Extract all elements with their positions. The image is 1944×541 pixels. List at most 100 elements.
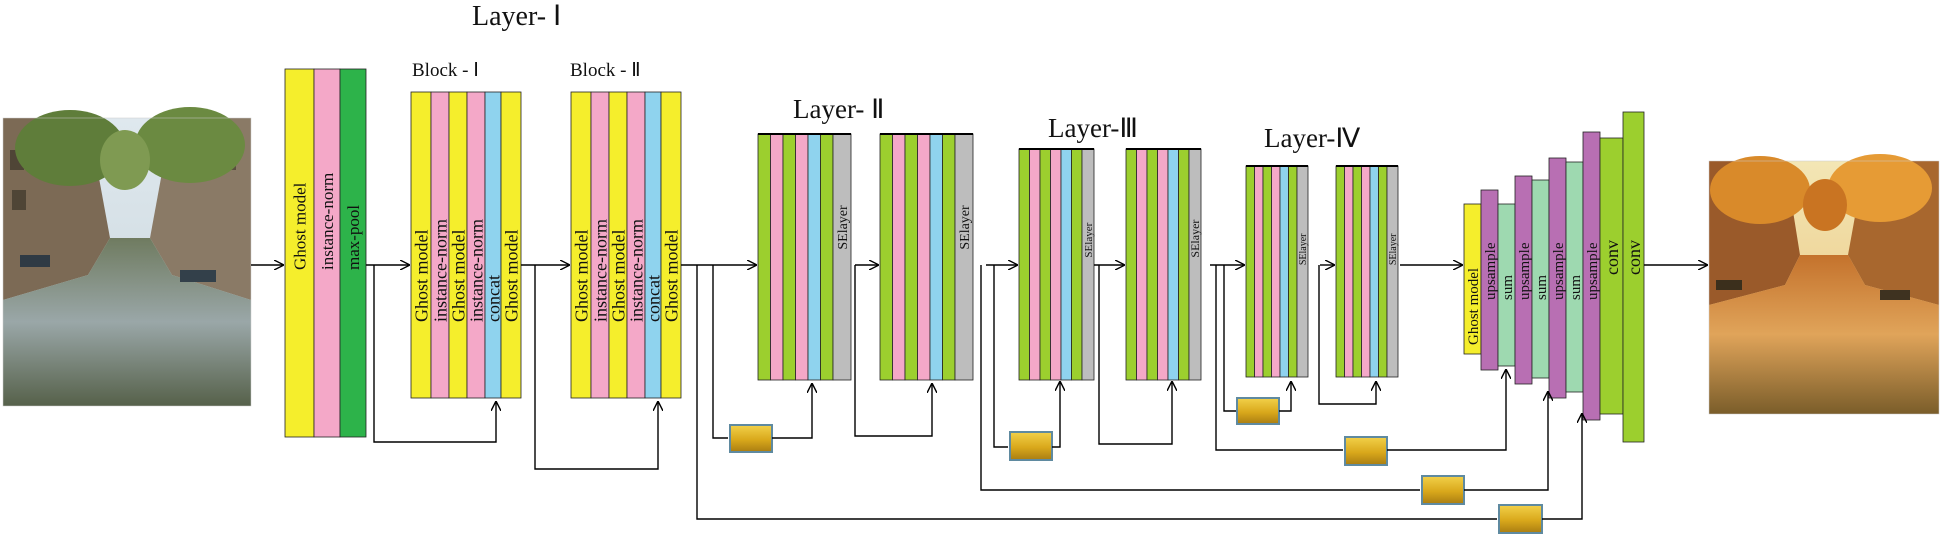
skip-long-3-out bbox=[1542, 414, 1582, 520]
attention-box-long-2 bbox=[1421, 475, 1465, 505]
layer2a-strip-2 bbox=[782, 133, 796, 381]
attention-box-layer4a bbox=[1236, 397, 1280, 425]
block1-label-4: concat bbox=[483, 275, 503, 322]
layer4b-strip-3 bbox=[1361, 165, 1371, 378]
layer1-strip-1 bbox=[313, 68, 341, 438]
layer2b-strip-0 bbox=[879, 133, 893, 381]
skip-layer4b bbox=[1318, 265, 1376, 405]
skip-layer3a-out bbox=[1052, 382, 1060, 448]
attention-box-long-3 bbox=[1498, 504, 1543, 534]
decoder-label-2: sum bbox=[1500, 275, 1516, 300]
layer4a-se-label: SElayer bbox=[1298, 233, 1309, 265]
layer4a-strip-0 bbox=[1245, 165, 1255, 378]
layer3b-strip-1 bbox=[1136, 148, 1148, 381]
layer3a-strip-2 bbox=[1039, 148, 1051, 381]
layer3a-strip-0 bbox=[1018, 148, 1030, 381]
block2-label-3: instance-norm bbox=[626, 219, 646, 322]
layer3a-strip-1 bbox=[1029, 148, 1041, 381]
block2-strip-4 bbox=[644, 91, 662, 399]
skip-layer3a-in bbox=[993, 265, 1008, 448]
layer2a-strip-3 bbox=[795, 133, 809, 381]
layer3b-strip-3 bbox=[1157, 148, 1169, 381]
layer1-label-0: Ghost model bbox=[290, 182, 309, 270]
layer2b-strip-5 bbox=[942, 133, 956, 381]
layer2a-se bbox=[832, 133, 852, 381]
title-layer-2: Layer- Ⅱ bbox=[793, 94, 884, 124]
decoder-label-1: upsample bbox=[1483, 242, 1499, 300]
layer1-label-2: max-pool bbox=[344, 205, 363, 270]
decoder-label-6: sum bbox=[1568, 275, 1584, 300]
layer4a-strip-2 bbox=[1262, 165, 1272, 378]
decoder-label-8: conv bbox=[1602, 240, 1622, 275]
skip-layer3b bbox=[1098, 265, 1172, 445]
decoder-strip-9 bbox=[1622, 111, 1645, 443]
attention-box-layer3a bbox=[1009, 431, 1053, 461]
layer3a-strip-5 bbox=[1071, 148, 1083, 381]
layer4b-strip-5 bbox=[1378, 165, 1388, 378]
layer2b-strip-4 bbox=[929, 133, 943, 381]
decoder-label-7: upsample bbox=[1585, 242, 1601, 300]
skip-long-1-in bbox=[1215, 265, 1343, 451]
skip-long-2-in bbox=[980, 265, 1420, 491]
title-layer-1: Layer- Ⅰ bbox=[472, 1, 561, 32]
skip-layer2a-out bbox=[772, 384, 812, 439]
layer1-strip-0 bbox=[284, 68, 315, 438]
layer3a-strip-3 bbox=[1050, 148, 1062, 381]
skip-layer2b bbox=[854, 265, 932, 437]
block1-label-1: instance-norm bbox=[430, 219, 450, 322]
layer4b-strip-0 bbox=[1335, 165, 1345, 378]
block2-label-0: Ghost model bbox=[571, 230, 591, 323]
layer4b-strip-1 bbox=[1344, 165, 1354, 378]
layer3b-strip-5 bbox=[1178, 148, 1190, 381]
layer3b-strip-2 bbox=[1146, 148, 1158, 381]
skip-long-3-in bbox=[696, 265, 1497, 520]
layer3a-se-label: SElayer bbox=[1083, 222, 1095, 257]
layer2b-strip-3 bbox=[917, 133, 931, 381]
generated-elements: Layer- Ⅰ Block - Ⅰ Block - Ⅱ Layer- Ⅱ Layer-… bbox=[251, 1, 1707, 534]
layer2a-se-label: SElayer bbox=[836, 205, 851, 250]
layer4b-se-label: SElayer bbox=[1388, 233, 1399, 265]
layer2a-strip-0 bbox=[757, 133, 771, 381]
skip-block2 bbox=[534, 265, 658, 470]
layer2b-strip-1 bbox=[892, 133, 906, 381]
layer2b-se bbox=[954, 133, 974, 381]
title-block-1: Block - Ⅰ bbox=[412, 60, 479, 81]
decoder-label-3: upsample bbox=[1517, 242, 1533, 300]
attention-box-long-1 bbox=[1344, 436, 1388, 466]
layer4b-strip-4 bbox=[1369, 165, 1379, 378]
layer3a-se bbox=[1081, 148, 1095, 381]
block1-label-3: instance-norm bbox=[466, 219, 486, 322]
title-block-2: Block - Ⅱ bbox=[570, 60, 641, 81]
decoder-label-0: Ghost model bbox=[1466, 268, 1482, 345]
layer4a-strip-5 bbox=[1288, 165, 1298, 378]
layer3b-strip-0 bbox=[1125, 148, 1137, 381]
attention-box-layer2a bbox=[729, 424, 773, 453]
block2-label-4: concat bbox=[643, 275, 663, 322]
layer4a-strip-1 bbox=[1254, 165, 1264, 378]
layer2a-strip-4 bbox=[807, 133, 821, 381]
layer2b-se-label: SElayer bbox=[958, 205, 973, 250]
block1-strip-4 bbox=[484, 91, 502, 399]
layer3b-strip-4 bbox=[1167, 148, 1179, 381]
input-image bbox=[2, 107, 252, 407]
block2-label-1: instance-norm bbox=[590, 219, 610, 322]
skip-block1 bbox=[373, 265, 496, 443]
layer1-label-1: instance-norm bbox=[318, 173, 337, 270]
layer4a-strip-3 bbox=[1271, 165, 1281, 378]
block2-label-2: Ghost model bbox=[608, 230, 628, 323]
decoder-label-4: sum bbox=[1534, 275, 1550, 300]
skip-long-1-out bbox=[1387, 370, 1506, 451]
skip-layer4a-in bbox=[1223, 265, 1236, 412]
skip-long-2-out bbox=[1464, 392, 1548, 491]
layer3b-se bbox=[1188, 148, 1202, 381]
title-layer-3: Layer-Ⅲ bbox=[1048, 113, 1138, 143]
layer2b-strip-2 bbox=[904, 133, 918, 381]
decoder-label-5: upsample bbox=[1551, 242, 1567, 300]
layer4a-se bbox=[1296, 165, 1309, 378]
layer3b-se-label: SElayer bbox=[1188, 220, 1202, 258]
block1-label-2: Ghost model bbox=[448, 230, 468, 323]
block2-label-5: Ghost model bbox=[661, 230, 681, 323]
skip-layer4a-out bbox=[1279, 382, 1291, 412]
